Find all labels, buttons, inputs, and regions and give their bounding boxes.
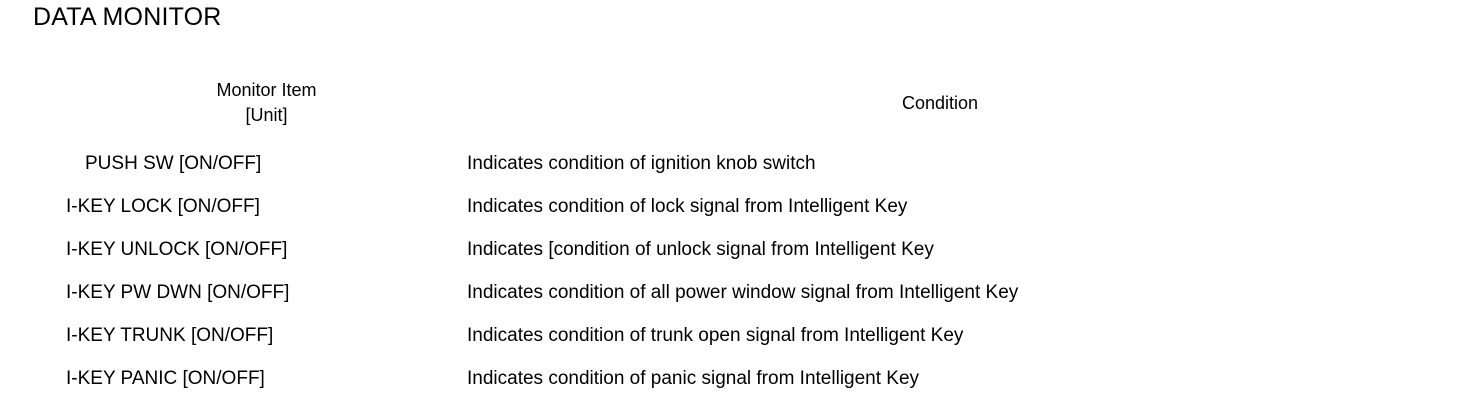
table-row: PUSH SW [ON/OFF] Indicates condition of … [66, 142, 1413, 185]
condition-cell: Indicates condition of lock signal from … [467, 195, 908, 217]
table-body: Monitor Item [Unit] Condition PUSH SW [O… [66, 64, 1413, 400]
table-row: I-KEY LOCK [ON/OFF] Indicates condition … [66, 185, 1413, 228]
condition-cell: Indicates [condition of unlock signal fr… [467, 238, 934, 260]
table-row: I-KEY PW DWN [ON/OFF] Indicates conditio… [66, 271, 1413, 314]
table-row: I-KEY UNLOCK [ON/OFF] Indicates [conditi… [66, 228, 1413, 271]
monitor-item-cell: I-KEY PANIC [ON/OFF] [66, 367, 265, 389]
condition-cell: Indicates condition of panic signal from… [467, 367, 920, 389]
page-title: DATA MONITOR [33, 3, 222, 31]
table-header-row: Monitor Item [Unit] Condition [66, 64, 1413, 142]
column-header-monitor-item-line1: Monitor Item [216, 80, 317, 100]
table-row: I-KEY TRUNK [ON/OFF] Indicates condition… [66, 314, 1413, 357]
condition-cell: Indicates condition of all power window … [467, 281, 1019, 303]
monitor-item-cell: I-KEY PW DWN [ON/OFF] [66, 281, 290, 303]
condition-cell: Indicates condition of trunk open signal… [467, 324, 964, 346]
monitor-item-cell: PUSH SW [ON/OFF] [85, 152, 262, 174]
monitor-item-cell: I-KEY TRUNK [ON/OFF] [66, 324, 274, 346]
condition-cell: Indicates condition of ignition knob swi… [467, 152, 816, 174]
column-header-condition: Condition [901, 92, 979, 113]
monitor-item-cell: I-KEY LOCK [ON/OFF] [66, 195, 260, 217]
column-header-monitor-item: Monitor Item [Unit] [66, 64, 467, 142]
data-monitor-table: Monitor Item [Unit] Condition PUSH SW [O… [66, 64, 1413, 400]
column-header-monitor-item-line2: [Unit] [245, 105, 288, 125]
monitor-item-cell: I-KEY UNLOCK [ON/OFF] [66, 238, 288, 260]
table-row: I-KEY PANIC [ON/OFF] Indicates condition… [66, 357, 1413, 400]
